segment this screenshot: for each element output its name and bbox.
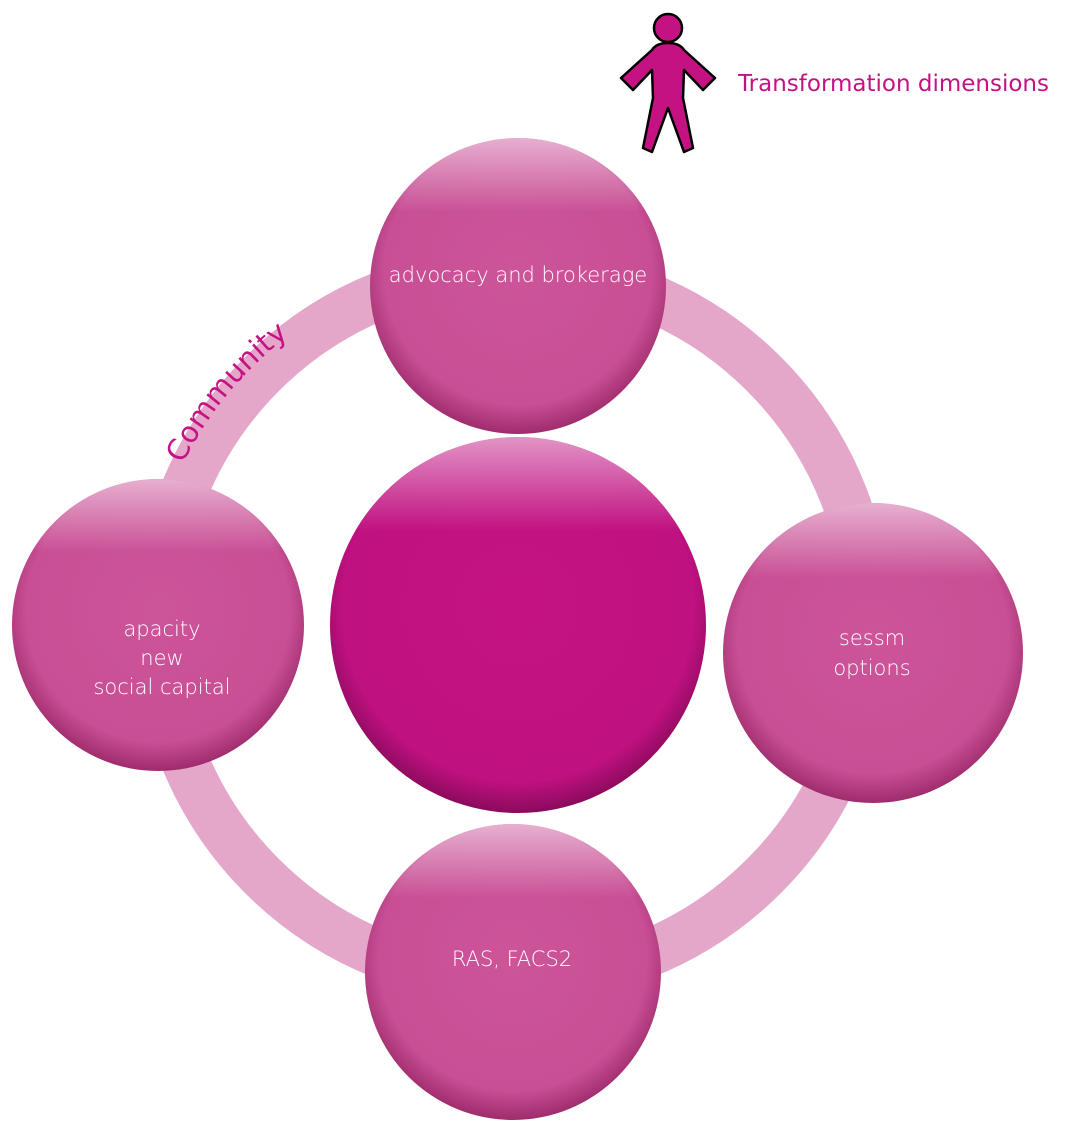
person-icon: [619, 12, 717, 154]
node-left-label-line1: apacity: [123, 617, 200, 641]
node-right-label-line1: sessm: [839, 626, 905, 650]
node-left: apacity new social capital: [12, 479, 304, 771]
node-right: sessm options: [723, 503, 1023, 803]
center-node: [330, 437, 706, 813]
node-right-label-line2: options: [833, 656, 910, 680]
node-top-label: advocacy and brokerage: [389, 263, 647, 287]
node-bottom: RAS, FACS2: [365, 824, 661, 1120]
node-bottom-label: RAS, FACS2: [452, 947, 572, 971]
node-left-label-line3: social capital: [93, 675, 230, 699]
node-top: advocacy and brokerage: [370, 138, 666, 434]
node-left-label-line2: new: [140, 646, 183, 670]
legend-label: Transformation dimensions: [737, 71, 1049, 97]
